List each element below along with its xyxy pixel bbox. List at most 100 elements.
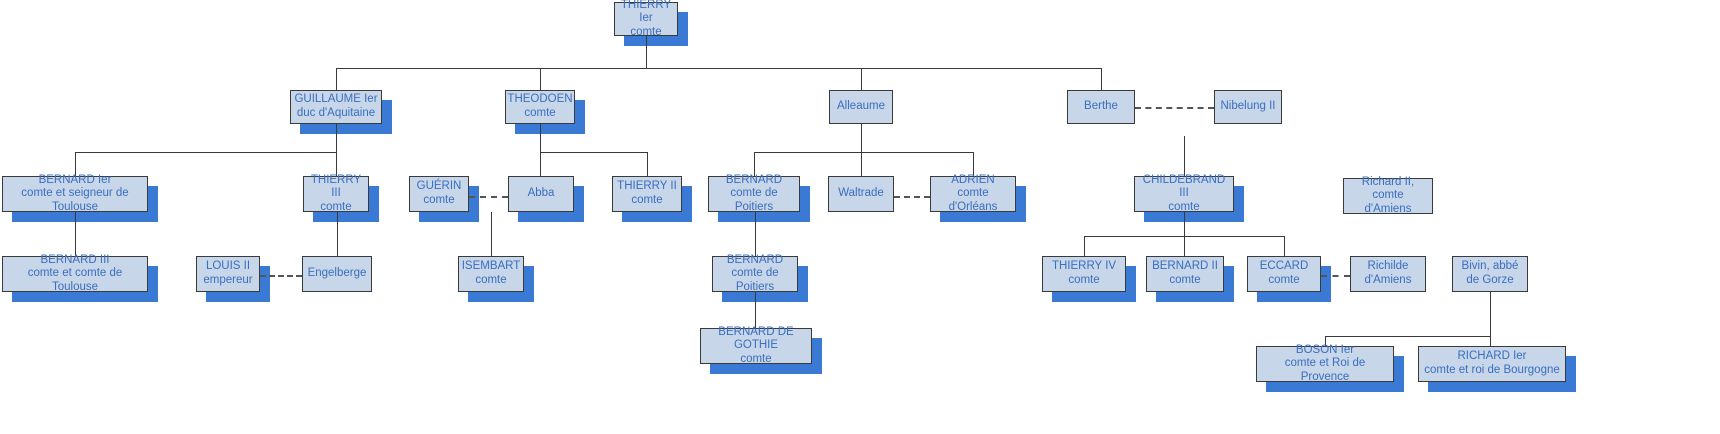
person-node-berthe[interactable]: Berthe [1067,90,1135,124]
person-name: BERNARD Ier [38,173,112,186]
person-name: LOUIS II [205,260,251,273]
person-title: d'Amiens [1364,202,1412,215]
person-title: comte et seigneur de Toulouse [21,187,129,213]
connector-line [336,68,1101,69]
connector-line [1325,336,1326,346]
connector-line [336,68,337,90]
person-name: BERNARD II [1152,260,1218,273]
marriage-line [1321,275,1350,277]
connector-line [754,152,755,176]
connector-line [540,68,541,90]
connector-line [1184,136,1185,176]
connector-line [754,152,973,153]
person-name: ISEMBART [461,260,521,273]
person-node-nibelung2[interactable]: Nibelung II [1214,90,1282,124]
connector-line [75,152,76,176]
connector-line [1101,68,1102,90]
person-name: RICHARD Ier [1457,350,1527,363]
connector-line [861,124,862,152]
person-title: d'Amiens [1364,274,1412,286]
person-name: THEODOEN [507,93,573,106]
person-name: CHILDEBRAND III [1142,173,1226,200]
connector-line [646,36,647,68]
connector-line [540,152,541,176]
connector-line [755,292,756,328]
person-title: comte et comte de Toulouse [27,267,123,293]
person-title: comte [475,274,507,286]
person-title: comte [740,352,772,365]
person-title: comte [524,107,556,119]
person-name: Richilde [1367,260,1409,273]
person-name: Bivin, abbé [1461,260,1519,273]
person-name: ADRIEN [951,173,995,186]
person-title: comte de Poitiers [731,267,779,293]
person-title: comte [1268,274,1300,286]
person-node-engelberge[interactable]: Engelberge [302,256,372,292]
connector-line [973,152,974,176]
person-title: comte de Poitiers [730,187,778,213]
person-name: Berthe [1084,100,1118,113]
marriage-line [469,196,508,198]
person-name: Waltrade [838,187,884,200]
person-title: comte [631,194,663,206]
person-title: comte [630,25,662,38]
marriage-line [1135,107,1214,109]
person-title: comte et Roi de Provence [1284,357,1366,383]
person-name: Alleaume [837,100,885,113]
person-title: comte [423,194,455,206]
person-title: comte [320,200,352,213]
person-title: duc d'Aquitaine [296,107,376,119]
connector-line [1490,292,1491,336]
person-name: THIERRY II [617,180,677,193]
connector-line [336,124,337,152]
person-name: BERNARD III [40,253,110,266]
person-node-alleaume[interactable]: Alleaume [829,90,893,124]
person-title: empereur [203,274,253,286]
connector-line [861,68,862,90]
connector-line [75,152,336,153]
person-name: BERNARD [725,173,783,186]
connector-line [861,152,862,176]
person-name: Engelberge [307,267,367,280]
person-title: comte [1068,274,1100,286]
person-node-waltrade[interactable]: Waltrade [828,176,894,212]
person-node-abba[interactable]: Abba [508,176,574,212]
connector-line [1325,336,1490,337]
connector-line [1184,236,1185,256]
connector-line [540,124,541,152]
connector-line [1084,236,1085,256]
connector-line [75,212,76,256]
person-name: ECCARD [1259,260,1309,273]
person-name: BERNARD DE GOTHIE [718,325,794,352]
person-title: comte [1168,200,1200,213]
connector-line [647,152,648,176]
marriage-line [260,275,302,277]
connector-line [755,212,756,256]
person-name: BERNARD [726,253,784,266]
person-name: GUILLAUME Ier [294,93,378,106]
